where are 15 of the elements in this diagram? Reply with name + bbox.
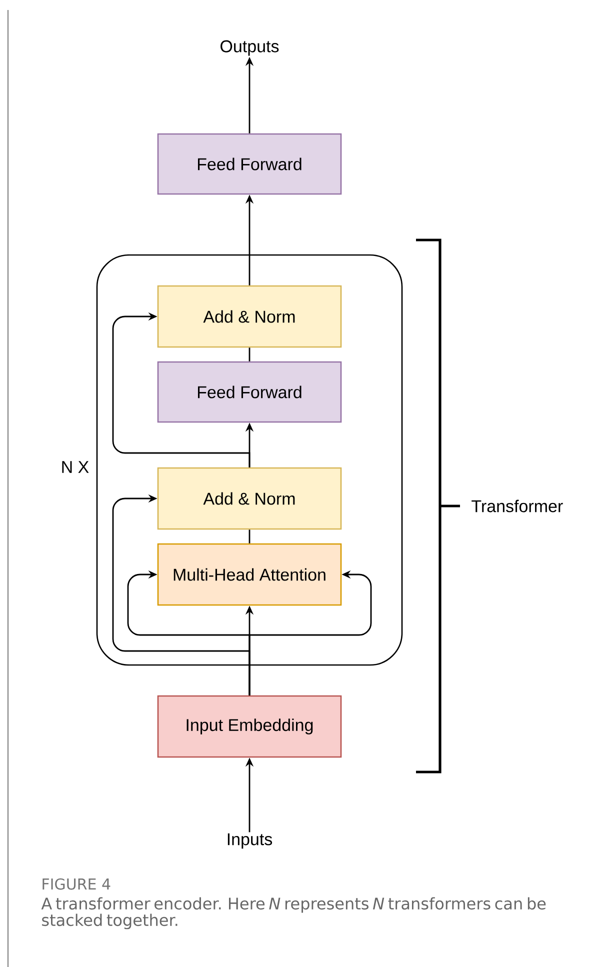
- process-box: Feed Forward: [157, 361, 342, 423]
- figure-number: FIGURE 4: [42, 878, 110, 890]
- repeat-label: N X: [62, 461, 89, 473]
- io-label: Outputs: [220, 40, 279, 56]
- arrow: [112, 312, 250, 468]
- bracket-label: Transformer: [472, 500, 563, 512]
- layer-stack-frame: [96, 254, 403, 666]
- arrow: [112, 494, 250, 696]
- io-label: Inputs: [228, 833, 272, 849]
- process-box: Input Embedding: [157, 695, 342, 758]
- process-box: Multi-Head Attention: [157, 543, 342, 606]
- process-box: Feed Forward: [157, 133, 342, 195]
- process-box: Add & Norm: [157, 285, 342, 348]
- caption: A transformer encoder. Here N represents N transformers can be stacked together.: [41, 897, 546, 930]
- process-box: Add & Norm: [157, 467, 342, 530]
